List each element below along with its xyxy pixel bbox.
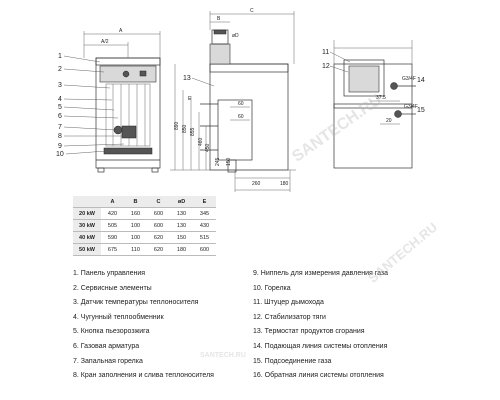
dim-60-lower: 60 (238, 114, 244, 120)
legend-item: 2. Сервисные элементы (73, 284, 152, 292)
legend-left-column: 1. Панель управления 2. Сервисные элемен… (73, 267, 263, 384)
table-cell: 600 (147, 207, 170, 220)
table-cell: 505 (101, 219, 124, 232)
table-header-row: A B C øD E (73, 196, 216, 208)
table-cell: 160 (124, 207, 147, 220)
legend-item: 15. Подсоединение газа (253, 357, 332, 365)
table-cell: 40 kW (73, 231, 101, 244)
table-header: B (124, 196, 147, 208)
table-cell: 100 (124, 219, 147, 232)
table-cell: 515 (193, 231, 216, 244)
table-cell: 345 (193, 207, 216, 220)
dim-37-5: 37.5 (376, 95, 386, 101)
legend-item: 1. Панель управления (73, 270, 146, 277)
dimension-a-half: A/2 (101, 39, 109, 45)
dim-850: 850 (182, 124, 188, 133)
callout-6: 6 (58, 113, 62, 120)
dim-450: 450 (205, 143, 211, 152)
callout-1: 1 (58, 53, 62, 60)
table-cell: 590 (101, 231, 124, 244)
legend-item: 9. Ниппель для измерения давления газа (253, 270, 389, 277)
dim-890: 890 (174, 121, 180, 130)
callout-13: 13 (183, 75, 191, 82)
callout-15: 15 (417, 107, 425, 114)
dim-150: 150 (226, 157, 232, 166)
callout-8: 8 (58, 133, 62, 140)
callout-4: 4 (58, 96, 62, 103)
table-row: 20 kW 420 160 600 130 345 (73, 207, 216, 220)
legend-item: 10. Горелка (253, 284, 291, 292)
legend-right-column: 9. Ниппель для измерения давления газа 1… (253, 267, 443, 384)
label-g34f-upper: G3/4F (402, 76, 416, 82)
table-cell: 180 (170, 243, 193, 256)
table-header: A (101, 196, 124, 208)
side-view: C B øD 890 850 855 460 450 245 150 60 (170, 8, 296, 192)
table-cell: 100 (124, 231, 147, 244)
table-cell: 20 kW (73, 207, 101, 220)
table-row: 50 kW 675 110 620 180 600 (73, 243, 216, 256)
table-cell: 675 (101, 243, 124, 256)
table-cell: 620 (147, 243, 170, 256)
table-cell: 620 (147, 231, 170, 244)
dimension-e: E (188, 96, 192, 102)
dim-460: 460 (198, 137, 204, 146)
dimension-c: C (250, 8, 254, 14)
callout-9: 9 (58, 143, 62, 150)
dim-260: 260 (252, 181, 261, 187)
table-header: øD (170, 196, 193, 208)
legend-item: 7. Запальная горелка (73, 357, 143, 365)
dim-855: 855 (190, 127, 196, 136)
dim-20: 20 (386, 118, 392, 124)
legend-item: 8. Кран заполнения и слива теплоносителя (73, 372, 214, 380)
legend-item: 14. Подающая линия системы отопления (253, 342, 388, 350)
legend-item: 11. Штуцер дымохода (253, 299, 324, 307)
table-cell: 130 (170, 219, 193, 232)
legend-item: 13. Термостат продуктов сгорания (253, 328, 365, 336)
table-cell: 30 kW (73, 219, 101, 232)
callout-3: 3 (58, 82, 62, 89)
dimension-table: A B C øD E 20 kW 420 160 600 130 345 30 … (73, 196, 216, 256)
legend-item: 6. Газовая арматура (73, 342, 140, 350)
dimension-a: A (119, 28, 123, 34)
table-header: E (193, 196, 216, 208)
table-cell: 600 (193, 243, 216, 256)
table-cell: 420 (101, 207, 124, 220)
table-header: C (147, 196, 170, 208)
legend-item: 5. Кнопка пьезорозжига (73, 328, 150, 336)
table-header (73, 196, 101, 208)
dim-245: 245 (215, 157, 221, 166)
front-view: A A/2 1 2 3 4 5 6 7 8 9 10 (56, 28, 161, 173)
rear-view: 37.5 20 11 12 G3/4F G3/4F 14 15 (322, 40, 425, 169)
callout-5: 5 (58, 104, 62, 111)
table-cell: 50 kW (73, 243, 101, 256)
callout-12: 12 (322, 63, 330, 70)
table-cell: 130 (170, 207, 193, 220)
dim-60-upper: 60 (238, 101, 244, 107)
legend-item: 3. Датчик температуры теплоносителя (73, 299, 199, 307)
table-cell: 430 (193, 219, 216, 232)
callout-11: 11 (322, 49, 329, 56)
callout-10: 10 (56, 151, 64, 158)
table-cell: 150 (170, 231, 193, 244)
callout-7: 7 (58, 124, 62, 131)
dim-180: 180 (280, 181, 289, 187)
table-row: 40 kW 590 100 620 150 515 (73, 231, 216, 244)
dimension-phi-d: øD (232, 33, 239, 39)
boiler-technical-drawing: A A/2 1 2 3 4 5 6 7 8 9 10 (56, 8, 425, 192)
callout-14: 14 (417, 77, 425, 84)
watermark: SANTECH.RU (200, 352, 246, 359)
table-cell: 110 (124, 243, 147, 256)
legend-item: 16. Обратная линия системы отопления (253, 372, 384, 380)
label-g34f-lower: G3/4F (404, 104, 418, 110)
table-cell: 600 (147, 219, 170, 232)
legend-item: 12. Стабилизатор тяги (253, 313, 326, 321)
callout-2: 2 (58, 66, 62, 73)
legend-item: 4. Чугунный теплообменник (73, 313, 164, 321)
dimension-b: B (217, 16, 221, 22)
table-row: 30 kW 505 100 600 130 430 (73, 219, 216, 232)
